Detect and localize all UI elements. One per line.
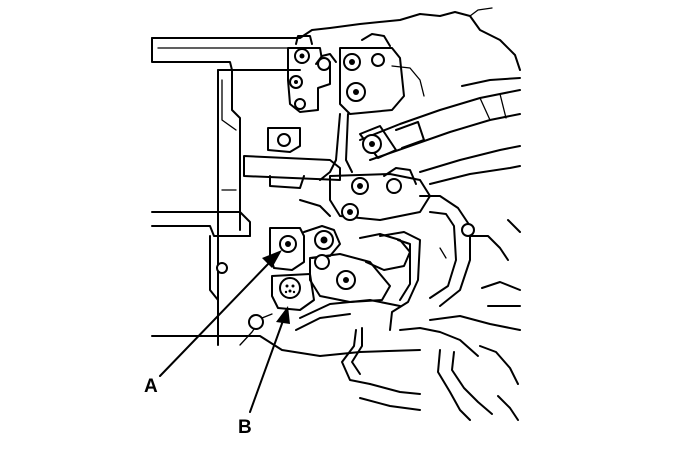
lower-wiring bbox=[341, 315, 521, 421]
center-cluster bbox=[319, 33, 425, 181]
upper-bracket bbox=[287, 35, 337, 113]
hose-clamp bbox=[359, 121, 425, 159]
mount-plate bbox=[269, 225, 341, 271]
right-hoses bbox=[379, 195, 521, 331]
engine-block bbox=[151, 69, 421, 357]
top-frame bbox=[151, 7, 521, 71]
middle-assembly bbox=[299, 167, 431, 221]
lower-housing bbox=[295, 233, 411, 331]
leader-b bbox=[249, 306, 290, 413]
callout-b-label: B bbox=[238, 417, 252, 438]
leader-a bbox=[159, 250, 282, 377]
sensor-b bbox=[271, 273, 315, 311]
left-arm bbox=[243, 127, 341, 189]
callout-a-label: A bbox=[144, 376, 158, 397]
